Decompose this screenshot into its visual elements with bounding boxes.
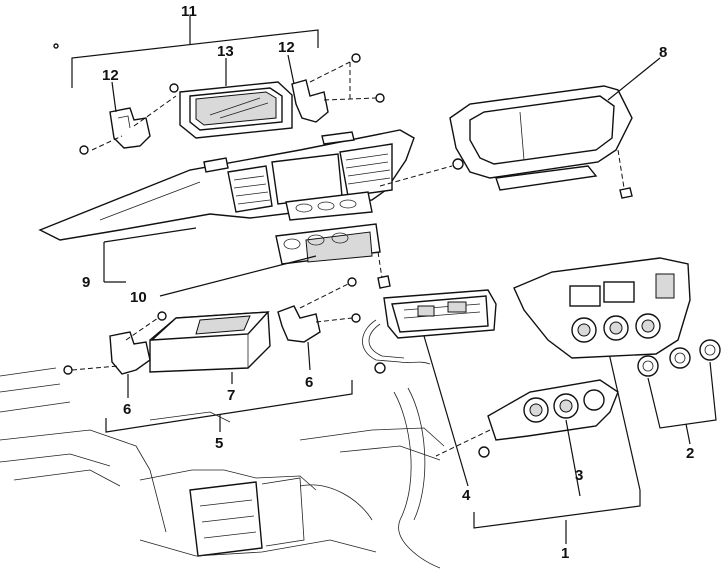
bracket-1 bbox=[473, 339, 641, 544]
callout-13: 13 bbox=[217, 43, 234, 60]
audio-unit-7 bbox=[149, 311, 271, 384]
callout-6-left: 6 bbox=[123, 401, 131, 418]
callout-1: 1 bbox=[561, 545, 569, 562]
mounting-bracket-6-right bbox=[277, 277, 361, 371]
display-monitor-13 bbox=[179, 58, 293, 139]
bracket-5 bbox=[105, 380, 353, 433]
climate-control-unit-4 bbox=[362, 289, 497, 487]
callout-5: 5 bbox=[215, 435, 223, 452]
callout-12-right: 12 bbox=[278, 39, 295, 56]
callout-11: 11 bbox=[181, 3, 197, 20]
callout-8: 8 bbox=[659, 44, 667, 61]
callout-10: 10 bbox=[130, 289, 147, 306]
control-knobs-2 bbox=[637, 339, 721, 445]
mounting-bracket-12-left bbox=[79, 81, 179, 155]
callout-7: 7 bbox=[227, 387, 235, 404]
switch-panel-10 bbox=[159, 223, 391, 297]
screw-icon bbox=[53, 43, 59, 49]
callout-9: 9 bbox=[82, 274, 90, 291]
center-bezel-8 bbox=[449, 57, 661, 199]
lower-dashboard-outline bbox=[0, 367, 445, 569]
callout-6-right: 6 bbox=[305, 374, 313, 391]
mounting-bracket-12-right bbox=[287, 53, 385, 123]
heater-control-panel-3 bbox=[435, 379, 619, 497]
callout-3: 3 bbox=[575, 467, 583, 484]
trim-panel-2 bbox=[513, 257, 691, 359]
callout-12-left: 12 bbox=[102, 67, 119, 84]
callout-2: 2 bbox=[686, 445, 694, 462]
instrument-panel-9 bbox=[38, 129, 464, 283]
callout-4: 4 bbox=[462, 487, 471, 504]
mounting-bracket-6-left bbox=[63, 311, 167, 398]
bracket-11 bbox=[71, 16, 319, 88]
